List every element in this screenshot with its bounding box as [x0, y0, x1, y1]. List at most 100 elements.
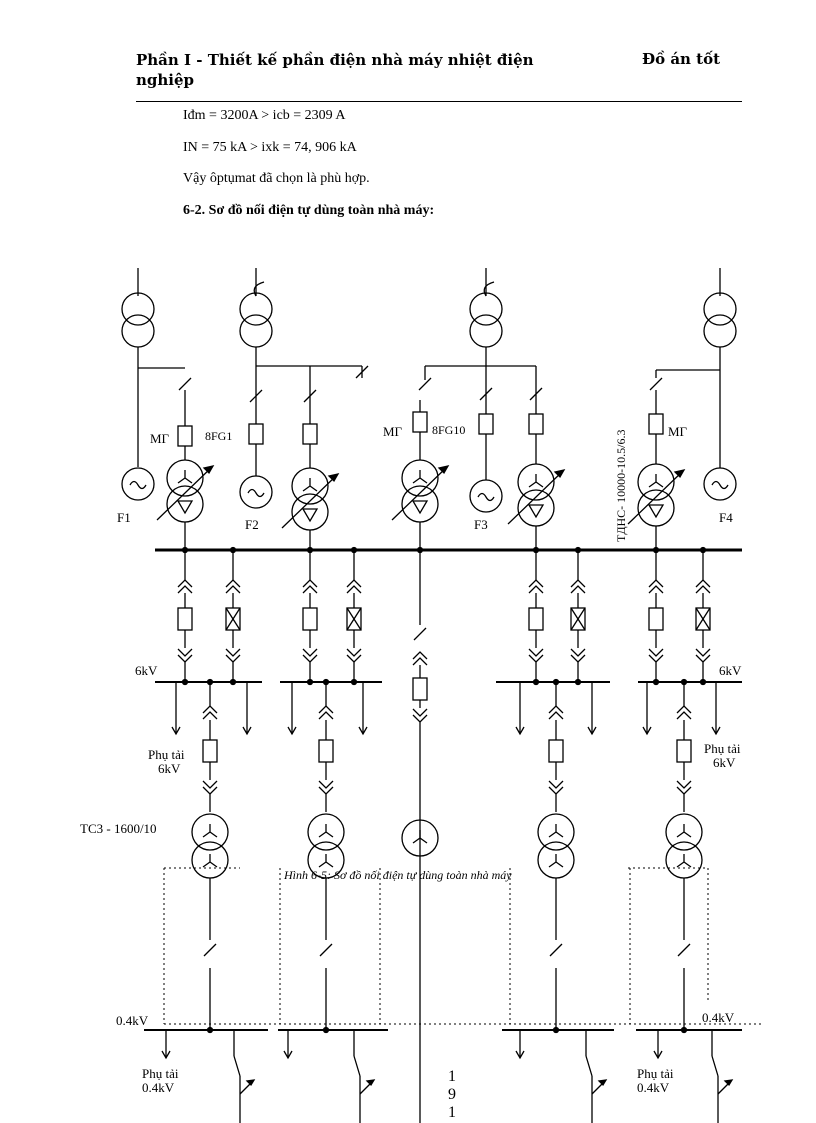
generator-wave — [477, 492, 495, 502]
generator-symbol — [703, 467, 737, 501]
dashed-frame — [628, 867, 709, 1000]
junction-dot — [699, 678, 707, 686]
generator-wave — [711, 480, 729, 490]
aux-xfmr-winding — [665, 813, 703, 851]
header-right-title: Đồ án tốt — [642, 50, 721, 68]
wye-symbol — [548, 824, 564, 838]
gen-label-f4: F4 — [719, 510, 733, 525]
junction-dot — [322, 1026, 330, 1034]
transformer-winding — [469, 314, 503, 348]
central-feeder-breaker — [412, 677, 428, 701]
load-arrow — [653, 1050, 663, 1060]
wye-symbol — [676, 854, 692, 868]
load-arrow — [711, 726, 721, 736]
breaker-label-1: MΓ — [150, 431, 170, 446]
wye-symbol — [202, 824, 218, 838]
generator-wave — [129, 480, 147, 490]
disconnector-blade — [413, 627, 427, 641]
tap-changer-arrow — [156, 465, 214, 521]
load-04kv-left-line1: Phụ tải — [142, 1066, 179, 1081]
breaker-box — [478, 413, 494, 435]
disconnector-blade — [529, 387, 543, 401]
aux-breaker — [548, 739, 564, 763]
disconnector-blade — [249, 389, 263, 403]
header-left-title: Phần I - Thiết kế phần điện nhà máy nhiệ… — [136, 51, 534, 89]
aux-transformer-winding — [401, 459, 439, 497]
aux-breaker — [318, 739, 334, 763]
dashed-frame — [509, 868, 631, 1024]
breaker-box — [412, 411, 428, 433]
aux-breaker — [202, 739, 218, 763]
fg-label-1: 8FG1 — [205, 429, 232, 443]
plug-in-contact — [318, 705, 334, 720]
junction-dot — [206, 1026, 214, 1034]
plug-in-contact — [648, 648, 664, 663]
tap-changer-arrowhead — [673, 469, 686, 479]
breaker-label-2: MΓ — [383, 424, 403, 439]
load-arrow — [515, 1050, 525, 1060]
disconnector-blade — [178, 377, 192, 391]
transformer-winding — [703, 292, 737, 326]
bus-6kv-left-label: 6kV — [135, 663, 158, 678]
load-arrow — [242, 726, 252, 736]
gen-label-f2: F2 — [245, 517, 259, 532]
aux-transformer-winding — [291, 493, 329, 531]
aux-xfmr-winding — [307, 813, 345, 851]
aux-transformer-winding — [637, 489, 675, 527]
plug-in-contact — [412, 651, 428, 666]
rating-line-2: IN = 75 kA > ixk = 74, 906 kA — [183, 140, 357, 155]
breaker-cross — [695, 607, 711, 631]
connection-curve — [253, 281, 265, 297]
aux-breaker — [676, 739, 692, 763]
tap-changer-arrow — [507, 469, 565, 525]
load-arrow — [161, 1050, 171, 1060]
tap-arrow — [723, 1079, 734, 1087]
dashed-frame — [163, 867, 240, 1024]
disconnector-blade — [649, 377, 663, 391]
connection-curve — [483, 281, 495, 297]
tap-changer-arrow — [627, 469, 685, 525]
plug-in-contact — [346, 579, 362, 594]
tap-arrow — [365, 1079, 376, 1087]
generator-symbol — [239, 475, 273, 509]
plug-in-contact — [302, 648, 318, 663]
wye-symbol — [676, 824, 692, 838]
delta-symbol — [411, 500, 429, 515]
feeder-breaker — [648, 607, 664, 631]
load-arrow — [287, 726, 297, 736]
gen-label-f1: F1 — [117, 510, 131, 525]
junction-dot — [552, 1026, 560, 1034]
tap-arrow — [245, 1079, 256, 1087]
dashed-frame — [279, 868, 381, 1024]
plug-in-contact — [528, 648, 544, 663]
aux-transformer-winding — [166, 485, 204, 523]
junction-dot — [306, 678, 314, 686]
auxiliary-power-diagram: F1 F2 F3 F4 MΓ MΓ MΓ 8FG1 8FG10 TДHC- 10… — [80, 268, 764, 1123]
rating-line-1: Iđm = 3200A > icb = 2309 A — [183, 108, 346, 123]
wye-symbol — [202, 854, 218, 868]
junction-dot — [652, 678, 660, 686]
load-arrow — [587, 726, 597, 736]
breaker-box — [248, 423, 264, 445]
diagram-line-111 — [585, 1055, 593, 1077]
plug-in-contact — [528, 579, 544, 594]
wye-symbol — [318, 854, 334, 868]
plug-in-contact — [548, 705, 564, 720]
conclusion-line: Vậy ôptụmat đã chọn là phù hợp. — [183, 171, 370, 186]
load-04kv-right-line2: 0.4kV — [637, 1080, 670, 1095]
transformer-winding — [239, 292, 273, 326]
gen-label-f3: F3 — [474, 517, 488, 532]
load-6kv-right-line2: 6kV — [713, 755, 736, 770]
load-6kv-right-line1: Phụ tải — [704, 741, 741, 756]
junction-dot — [350, 678, 358, 686]
feeder-breaker — [177, 607, 193, 631]
aux-transformer-winding — [166, 459, 204, 497]
wye-symbol — [302, 478, 318, 492]
plug-in-contact — [676, 705, 692, 720]
tap-changer-arrowhead — [327, 473, 340, 483]
plug-in-contact — [676, 780, 692, 795]
transformer-winding — [121, 292, 155, 326]
junction-dot — [680, 1026, 688, 1034]
plug-in-contact — [177, 579, 193, 594]
